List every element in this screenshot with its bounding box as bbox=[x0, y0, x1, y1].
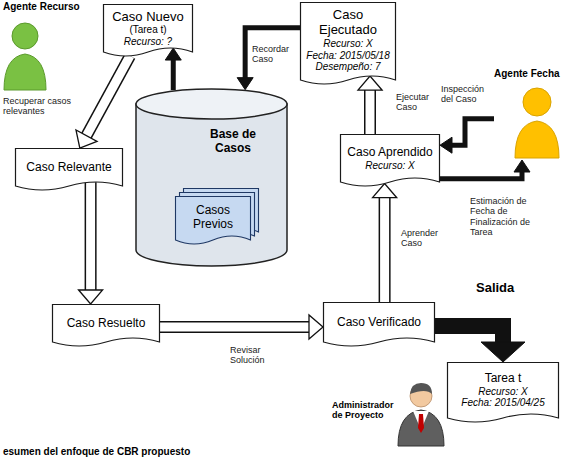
node-text: Caso Verificado bbox=[337, 316, 421, 330]
document-shape bbox=[104, 5, 193, 57]
node-text: Tarea t bbox=[485, 372, 522, 386]
edge-label: Revisar Solución bbox=[230, 345, 286, 366]
node-text: Caso Aprendido bbox=[347, 146, 432, 160]
arrow-shaft-fill bbox=[86, 56, 130, 136]
arrow-shaft bbox=[171, 59, 176, 90]
arrow-shaft bbox=[440, 171, 522, 179]
node-text: Agente Recurso bbox=[3, 1, 80, 13]
document-box: Caso Nuevo(Tarea t)Recurso: ? bbox=[103, 4, 193, 60]
flow-arrow bbox=[435, 326, 525, 362]
document-shape bbox=[301, 3, 396, 85]
edge-label: Salida bbox=[476, 281, 532, 296]
agent-label: Agente Recurso bbox=[3, 1, 103, 17]
document-box: Caso Relevante bbox=[15, 148, 123, 194]
arrow-head bbox=[79, 290, 103, 304]
node-text: Casos Previos bbox=[177, 204, 249, 232]
manager-icon bbox=[398, 383, 444, 446]
arrow-shaft bbox=[160, 321, 309, 333]
node-text: Caso Nuevo bbox=[112, 10, 184, 25]
node-text: Caso Relevante bbox=[26, 161, 111, 175]
document-box: Caso Verificado bbox=[323, 302, 435, 350]
arrow-head bbox=[76, 130, 97, 148]
edge-label: Aprender Caso bbox=[401, 228, 447, 249]
node-text: Caso Resuelto bbox=[67, 317, 146, 331]
flow-arrow bbox=[160, 315, 323, 339]
arrow-shaft-fill bbox=[86, 182, 95, 290]
sheet-shape bbox=[176, 197, 251, 245]
flow-arrow bbox=[373, 184, 397, 302]
cylinder-top bbox=[136, 89, 287, 119]
node-text: Caso Ejecutado bbox=[304, 8, 392, 38]
document-box: Caso EjecutadoRecurso: XFecha: 2015/05/1… bbox=[300, 2, 396, 88]
document-shape bbox=[16, 149, 123, 191]
cylinder-body bbox=[136, 104, 287, 266]
edge-label: Recuperar casos relevantes bbox=[3, 96, 81, 117]
arrow-head bbox=[481, 342, 525, 362]
arrow-shaft bbox=[379, 198, 391, 302]
flow-arrow bbox=[358, 76, 382, 134]
arrow-shaft-fill bbox=[380, 198, 389, 302]
document-box: Tarea tRecurso: XFecha: 2015/04/25 bbox=[447, 362, 559, 426]
edge-label: Inspección del Caso bbox=[441, 84, 497, 105]
figure-caption: esumen del enfoque de CBR propuesto bbox=[3, 446, 190, 457]
arrow-head bbox=[358, 76, 382, 90]
arrow-head bbox=[237, 78, 253, 90]
document-shape bbox=[53, 305, 160, 347]
arrow-head bbox=[440, 137, 452, 153]
node-text: Fecha: 2015/04/25 bbox=[461, 397, 544, 409]
node-text: Desempeño: 7 bbox=[315, 61, 380, 73]
edge-label: Estimación de Fecha de Finalización de T… bbox=[470, 196, 546, 237]
flow-arrow bbox=[79, 182, 103, 304]
agent-icon bbox=[515, 88, 559, 158]
arrow-shaft-fill bbox=[366, 90, 375, 134]
arrow-shaft bbox=[451, 119, 494, 146]
arrow-head bbox=[514, 160, 530, 172]
node-text: Base de Casos bbox=[204, 128, 262, 156]
node-text: (Tarea t) bbox=[129, 24, 166, 36]
node-text: Fecha: 2015/05/18 bbox=[306, 50, 389, 62]
flow-arrow bbox=[440, 119, 494, 154]
edge-label: Ejecutar Caso bbox=[396, 92, 440, 113]
document-stack: Casos Previos bbox=[175, 188, 259, 248]
database-cylinder: Base de CasosCasos Previos bbox=[135, 88, 288, 266]
flow-arrow bbox=[440, 160, 530, 179]
flow-arrow bbox=[76, 56, 130, 148]
edge-label: Recordar Caso bbox=[252, 44, 298, 65]
arrow-shaft bbox=[86, 56, 130, 136]
arrow-shaft bbox=[245, 28, 300, 79]
node-text: Recurso: ? bbox=[124, 36, 172, 48]
flow-arrow bbox=[165, 48, 181, 90]
document-shape bbox=[324, 303, 435, 347]
arrow-shaft bbox=[435, 326, 503, 343]
manager-label: Administrador de Proyecto bbox=[328, 378, 448, 444]
agent-icon bbox=[4, 23, 46, 90]
node-text: Recurso: X bbox=[365, 160, 414, 172]
arrow-head bbox=[309, 315, 323, 339]
flow-arrow bbox=[237, 28, 300, 90]
document-shape bbox=[341, 135, 440, 187]
node-text: Recurso: X bbox=[478, 386, 527, 398]
document-shape bbox=[448, 363, 559, 423]
document-box: Caso AprendidoRecurso: X bbox=[340, 134, 440, 190]
agent-label: Agente Fecha bbox=[494, 66, 564, 160]
arrow-shaft bbox=[364, 90, 376, 134]
arrow-shaft-fill bbox=[160, 323, 309, 332]
document-box: Caso Resuelto bbox=[52, 304, 160, 350]
arrow-head bbox=[165, 48, 181, 60]
node-text: Administrador de Proyecto bbox=[332, 400, 400, 421]
node-text: Agente Fecha bbox=[494, 68, 560, 80]
node-text: Recurso: X bbox=[323, 38, 372, 50]
arrow-shaft bbox=[85, 182, 97, 290]
